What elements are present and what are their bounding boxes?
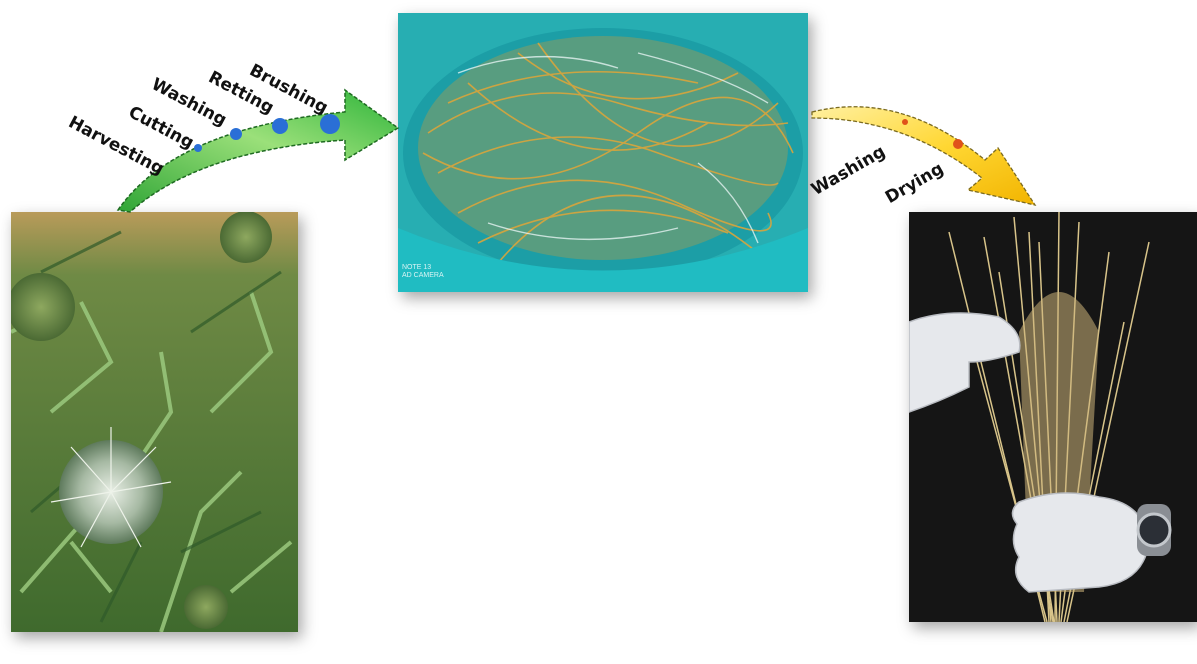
blue-dot (230, 128, 242, 140)
step-drying: Drying (882, 159, 947, 208)
watermark-line-1: NOTE 13 (402, 264, 444, 272)
step-washing-2: Washing (808, 142, 889, 200)
gloved-hands-holding-fibers-photo (909, 212, 1197, 622)
orange-dot (902, 119, 908, 125)
camera-watermark: NOTE 13 AD CAMERA (402, 264, 444, 280)
yellow-process-arrow (812, 107, 1035, 205)
blue-dot (194, 144, 202, 152)
thistle-illustration (11, 212, 298, 632)
blue-dot (272, 118, 288, 134)
blue-dot (320, 114, 340, 134)
orange-dot (953, 139, 963, 149)
hands-illustration (909, 212, 1197, 622)
fibers-in-water-bowl-photo: NOTE 13 AD CAMERA (398, 13, 808, 292)
thistle-plant-photo (11, 212, 298, 632)
bowl-illustration (398, 13, 808, 292)
watermark-line-2: AD CAMERA (402, 272, 444, 280)
